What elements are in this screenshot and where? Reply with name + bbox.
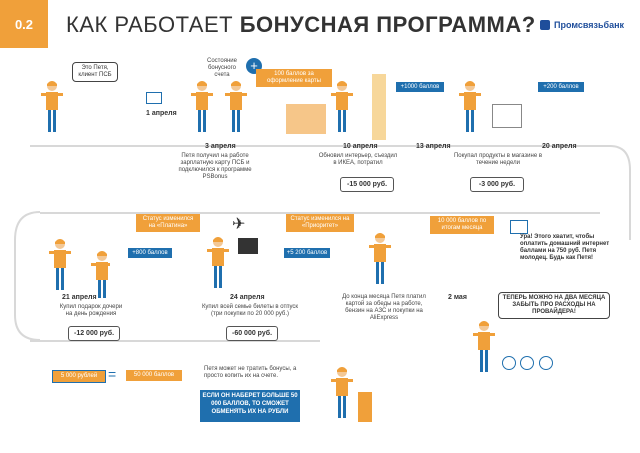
daughter-figure <box>91 251 110 298</box>
desc-21-april: Купил подарок дочери на день рождения <box>59 304 123 317</box>
plus-800-badge: +800 баллов <box>128 248 172 258</box>
date-2-may: 2 мая <box>448 294 467 301</box>
desc-10-april: Обновил интерьер, съездил в ИКЕА, потрат… <box>318 153 398 166</box>
timeline-row3 <box>30 340 320 342</box>
cost-13-april: -3 000 руб. <box>470 177 524 192</box>
timeline-connector-2 <box>14 211 41 341</box>
cost-21-april: -12 000 руб. <box>68 326 120 341</box>
petya-figure-3 <box>331 81 353 132</box>
furniture-icon <box>286 104 326 134</box>
timeline-row2 <box>40 212 600 214</box>
status-platinum-badge: Статус изменился на «Платина» <box>136 214 200 232</box>
desc-3-april: Петя получил на работе зарплатную карту … <box>178 153 252 180</box>
petya-figure-4 <box>459 81 481 132</box>
save-text: Петя может не тратить бонусы, а просто к… <box>204 366 297 379</box>
date-3-april: 3 апреля <box>205 143 236 150</box>
speech-bubble: Это Петя, клиент ПСБ <box>72 62 118 82</box>
bonus-100-badge: 100 баллов за оформление карты <box>256 69 332 87</box>
petya-multitask-figure <box>369 233 391 284</box>
boxes-icon <box>372 74 386 140</box>
cost-10-april: -15 000 руб. <box>340 177 394 192</box>
coin-stack-icon <box>358 392 372 422</box>
section-badge: 0.2 <box>0 0 48 48</box>
shopping-cart-icon <box>492 104 522 128</box>
date-10-april: 10 апреля <box>343 143 378 150</box>
bank-logo: Промсвязьбанк <box>540 20 624 30</box>
desc-24-april: Купил всей семье билеты в отпуск (три по… <box>201 304 299 317</box>
date-1-april: 1 апреля <box>146 110 177 117</box>
petya-figure <box>41 81 63 132</box>
date-13-april: 13 апреля <box>416 143 451 150</box>
total-10000-badge: 10 000 баллов по итогам месяца <box>430 216 494 234</box>
petya-figure-5 <box>49 239 71 290</box>
plus-200-badge: +200 баллов <box>538 82 584 92</box>
exchange-info-box: ЕСЛИ ОН НАБЕРЕТ БОЛЬШЕ 50 000 БАЛЛОВ, ТО… <box>200 390 300 422</box>
account-state-label: Состояние бонусного счета <box>207 58 237 78</box>
date-24-april: 24 апреля <box>230 294 265 301</box>
router-icon <box>510 220 528 234</box>
timeline-connector <box>609 145 631 240</box>
logo-icon <box>540 20 550 30</box>
timeline-row1 <box>30 145 610 147</box>
points-badge: 50 000 баллов <box>126 370 182 381</box>
petya-figure-7 <box>473 321 495 372</box>
rub-badge: 5 000 рублей <box>52 370 106 383</box>
petya-figure-6 <box>207 237 229 288</box>
airplane-icon: ✈ <box>232 216 246 233</box>
equals-sign: = <box>108 366 117 382</box>
provider-bubble: ТЕПЕРЬ МОЖНО НА ДВА МЕСЯЦА ЗАБЫТЬ ПРО РА… <box>498 292 610 319</box>
desc-13-april: Покупал продукты в магазине в течение не… <box>453 153 543 166</box>
date-21-april: 21 апреля <box>62 294 97 301</box>
petya-figure-8 <box>331 367 353 418</box>
date-20-april: 20 апреля <box>542 143 577 150</box>
desc-end-of-month: До конца месяца Петя платил картой за об… <box>342 294 426 321</box>
petya-figure-2 <box>225 81 247 132</box>
status-priority-badge: Статус изменился на «Приоритет» <box>286 214 354 232</box>
coins-icon <box>502 356 562 374</box>
calendar-icon <box>146 92 162 104</box>
hooray-text: Ура! Этого хватит, чтобы оплатить домашн… <box>520 234 610 261</box>
monitor-icon <box>238 238 258 254</box>
plus-5200-badge: +5 200 баллов <box>284 248 330 258</box>
teller-figure <box>191 81 213 132</box>
plus-1000-badge: +1000 баллов <box>396 82 444 92</box>
cost-24-april: -60 000 руб. <box>226 326 278 341</box>
page-title: КАК РАБОТАЕТ БОНУСНАЯ ПРОГРАММА? <box>66 12 536 37</box>
